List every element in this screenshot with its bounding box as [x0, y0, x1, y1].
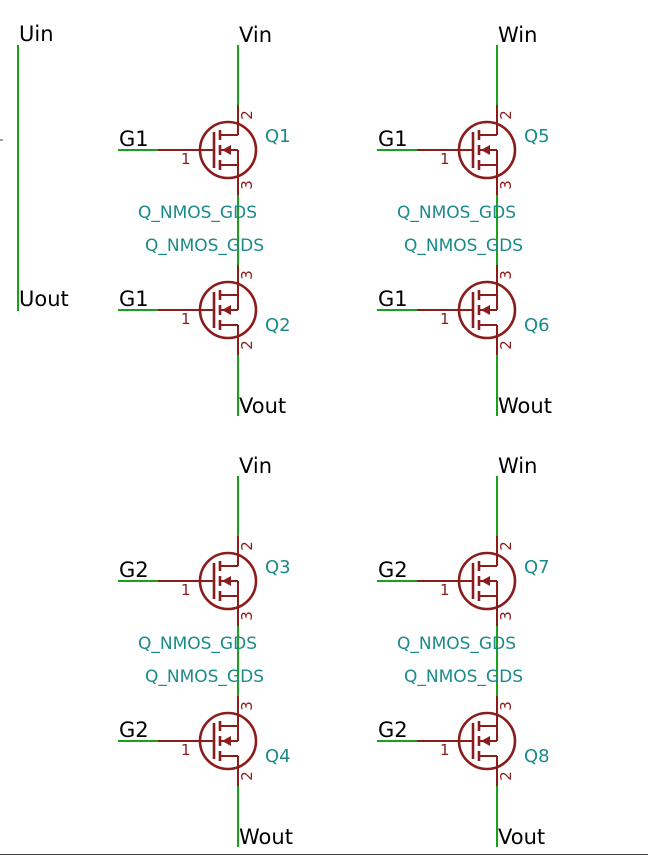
reference-designator[interactable]: Q8 — [524, 746, 550, 767]
net-label-gate[interactable]: G1 — [119, 287, 149, 311]
value-label[interactable]: Q_NMOS_GDS — [397, 634, 516, 654]
reference-designator[interactable]: Q5 — [524, 126, 550, 147]
body-arrow — [481, 145, 490, 155]
value-label[interactable]: Q_NMOS_GDS — [145, 667, 264, 687]
nmos-transistor[interactable]: 2 3 1 G2 Q7 — [377, 536, 550, 626]
pin-number-drain: 2 — [238, 541, 256, 551]
body-arrow — [481, 305, 490, 315]
net-label-gate[interactable]: G2 — [378, 558, 408, 582]
pin-number-drain: 2 — [497, 541, 515, 551]
reference-designator[interactable]: Q2 — [265, 315, 291, 336]
pin-number-source: 3 — [238, 270, 256, 280]
pin-number-drain: 2 — [497, 340, 515, 350]
pin-number-source: 3 — [497, 270, 515, 280]
net-label-top[interactable]: Win — [498, 454, 537, 478]
pin-number-gate: 1 — [181, 150, 191, 168]
reference-designator[interactable]: Q4 — [265, 746, 291, 767]
body-arrow — [222, 576, 231, 586]
net-label-bottom[interactable]: Vout — [498, 825, 545, 849]
net-label-bottom[interactable]: Vout — [239, 394, 286, 418]
net-label-gate[interactable]: G2 — [119, 558, 149, 582]
value-label[interactable]: Q_NMOS_GDS — [404, 667, 523, 687]
net-label-bottom[interactable]: Wout — [239, 825, 293, 849]
pin-number-gate: 1 — [440, 150, 450, 168]
pin-number-gate: 1 — [181, 741, 191, 759]
net-label-gate[interactable]: G2 — [119, 718, 149, 742]
body-arrow — [222, 736, 231, 746]
pin-number-drain: 2 — [497, 771, 515, 781]
value-label[interactable]: Q_NMOS_GDS — [145, 236, 264, 256]
pin-number-drain: 2 — [497, 110, 515, 120]
pin-number-drain: 2 — [238, 771, 256, 781]
pin-number-source: 3 — [238, 180, 256, 190]
value-label[interactable]: Q_NMOS_GDS — [404, 236, 523, 256]
net-label-bottom[interactable]: Wout — [498, 394, 552, 418]
side-net: Uin Uout — [0, 22, 69, 311]
nmos-transistor[interactable]: 2 3 1 G1 Q1 — [118, 105, 291, 195]
pin-number-source: 3 — [238, 611, 256, 621]
reference-designator[interactable]: Q7 — [524, 557, 550, 578]
body-arrow — [222, 145, 231, 155]
body-arrow — [481, 576, 490, 586]
value-label[interactable]: Q_NMOS_GDS — [397, 203, 516, 223]
net-label-gate[interactable]: G2 — [378, 718, 408, 742]
net-label-top[interactable]: Vin — [239, 23, 272, 47]
pin-number-gate: 1 — [181, 581, 191, 599]
pin-number-source: 3 — [497, 701, 515, 711]
net-label-gate[interactable]: G1 — [378, 287, 408, 311]
reference-designator[interactable]: Q6 — [524, 315, 550, 336]
pin-number-gate: 1 — [440, 581, 450, 599]
pin-number-source: 3 — [238, 701, 256, 711]
body-arrow — [481, 736, 490, 746]
pin-number-source: 3 — [497, 611, 515, 621]
nmos-transistor[interactable]: 2 3 1 G2 Q3 — [118, 536, 291, 626]
value-label[interactable]: Q_NMOS_GDS — [138, 203, 257, 223]
pin-number-source: 3 — [497, 180, 515, 190]
value-label[interactable]: Q_NMOS_GDS — [138, 634, 257, 654]
pin-number-gate: 1 — [181, 310, 191, 328]
pin-number-gate: 1 — [440, 310, 450, 328]
pin-number-drain: 2 — [238, 340, 256, 350]
nmos-transistor[interactable]: 2 3 1 G1 Q5 — [377, 105, 550, 195]
pin-number-gate: 1 — [440, 741, 450, 759]
net-label-gate[interactable]: G1 — [119, 127, 149, 151]
reference-designator[interactable]: Q1 — [265, 126, 291, 147]
bottom-divider — [0, 854, 648, 855]
net-label-uout[interactable]: Uout — [19, 287, 69, 311]
net-label-uin[interactable]: Uin — [19, 22, 54, 46]
pin-number-drain: 2 — [238, 110, 256, 120]
body-arrow — [222, 305, 231, 315]
net-label-top[interactable]: Vin — [239, 454, 272, 478]
net-label-gate[interactable]: G1 — [378, 127, 408, 151]
net-label-top[interactable]: Win — [498, 23, 537, 47]
reference-designator[interactable]: Q3 — [265, 557, 291, 578]
